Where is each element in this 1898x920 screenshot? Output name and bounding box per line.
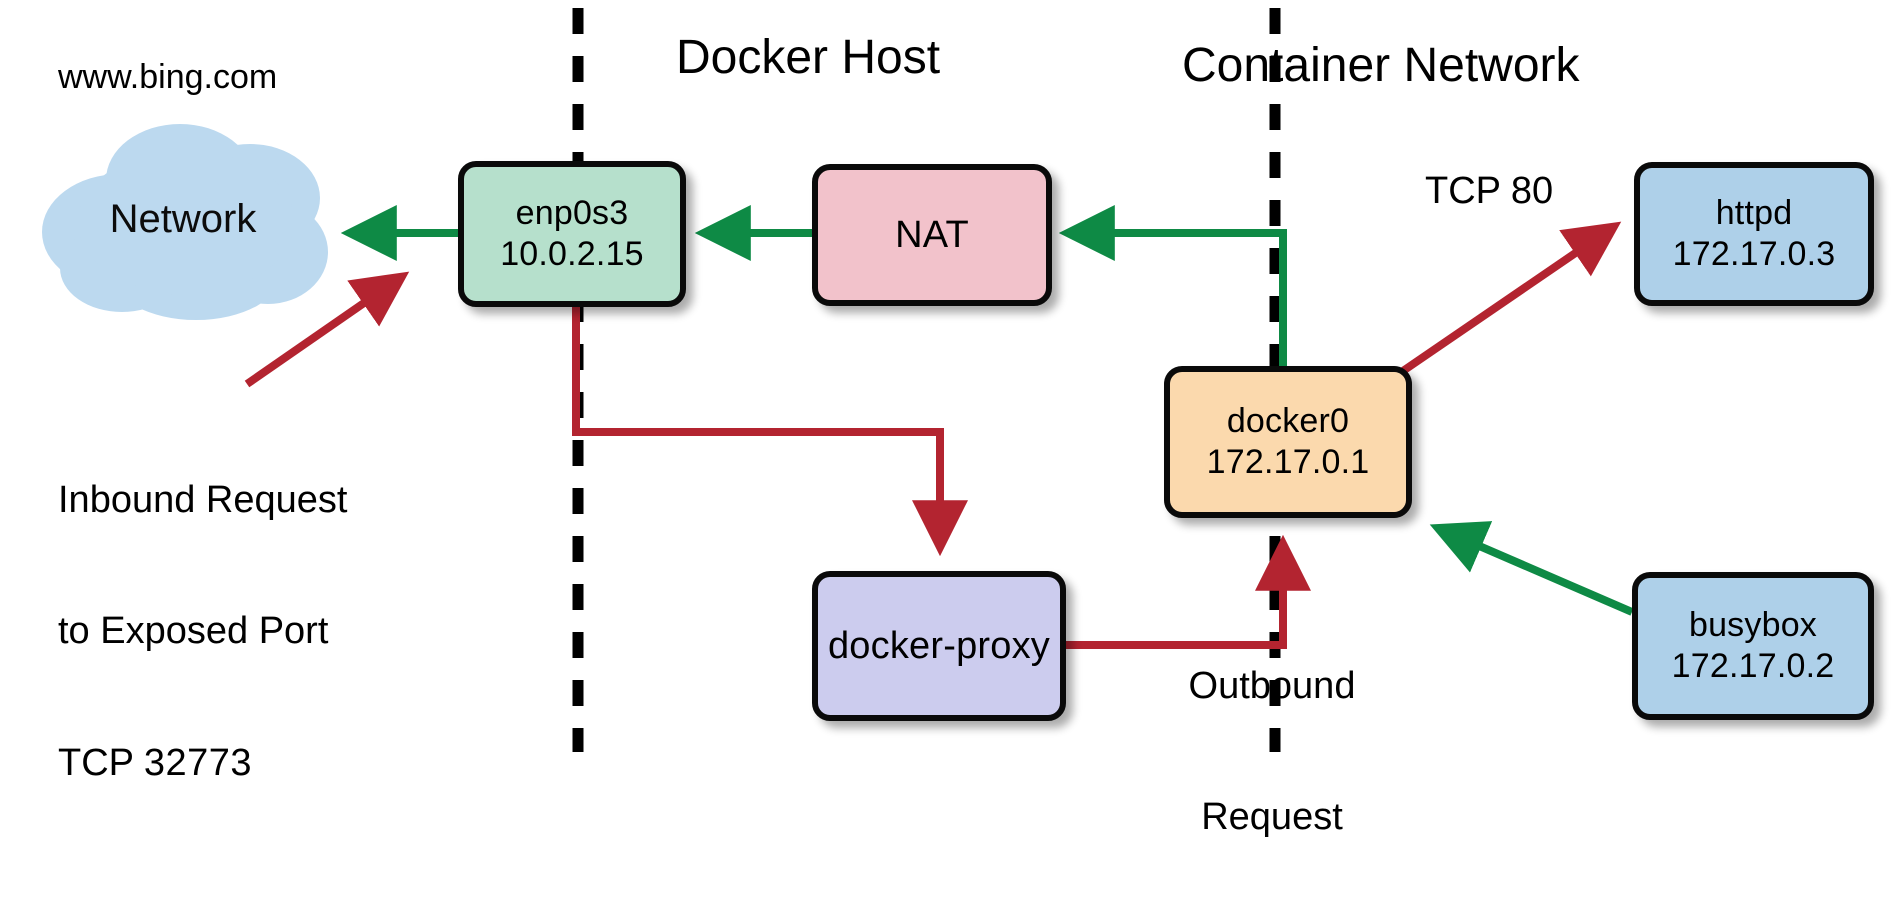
node-busybox-name: busybox — [1688, 605, 1818, 644]
flow-docker0-to-httpd — [1397, 221, 1622, 377]
node-docker-proxy[interactable]: docker-proxy — [812, 571, 1066, 721]
inbound-line-1: Inbound Request — [58, 479, 348, 522]
inbound-line-3: TCP 32773 — [58, 742, 347, 786]
node-httpd-name: httpd — [1715, 193, 1793, 232]
flow-docker0-to-nat — [1058, 205, 1287, 366]
external-host-label: www.bing.com — [58, 58, 278, 96]
node-docker0-address: 172.17.0.1 — [1206, 443, 1370, 481]
tcp-port-label: TCP 80 — [1425, 170, 1554, 212]
internet-cloud: Network — [28, 122, 324, 316]
node-nat-name: NAT — [895, 213, 969, 256]
inbound-port-number: 32773 — [143, 741, 253, 784]
node-enp0s3[interactable]: enp0s3 10.0.2.15 — [458, 161, 686, 307]
outbound-request-annotation: Outbound Request from Container — [1120, 578, 1424, 920]
node-docker0-name: docker0 — [1226, 401, 1350, 440]
node-busybox-address: 172.17.0.2 — [1671, 647, 1835, 685]
flow-enp0s3-to-docker-proxy — [572, 307, 968, 557]
node-httpd[interactable]: httpd 172.17.0.3 — [1634, 162, 1874, 306]
node-httpd-address: 172.17.0.3 — [1672, 235, 1836, 273]
inbound-request-annotation: Inbound Request to Exposed Port TCP 3277… — [58, 392, 347, 873]
node-docker0[interactable]: docker0 172.17.0.1 — [1164, 366, 1412, 518]
inbound-line-2: to Exposed Port — [58, 610, 329, 653]
internet-cloud-label: Network — [109, 196, 257, 241]
node-busybox[interactable]: busybox 172.17.0.2 — [1632, 572, 1874, 720]
inbound-proto-label: TCP — [58, 741, 144, 784]
node-nat[interactable]: NAT — [812, 164, 1052, 306]
outbound-line-2: Request — [1201, 796, 1343, 839]
container-network-title: Container Network — [1182, 39, 1580, 92]
node-docker-proxy-name: docker-proxy — [827, 624, 1051, 667]
outbound-line-1: Outbound — [1188, 665, 1356, 708]
flow-busybox-to-docker0 — [1429, 521, 1634, 616]
node-enp0s3-name: enp0s3 — [515, 193, 629, 232]
docker-host-title: Docker Host — [676, 31, 941, 84]
node-enp0s3-address: 10.0.2.15 — [500, 235, 644, 273]
